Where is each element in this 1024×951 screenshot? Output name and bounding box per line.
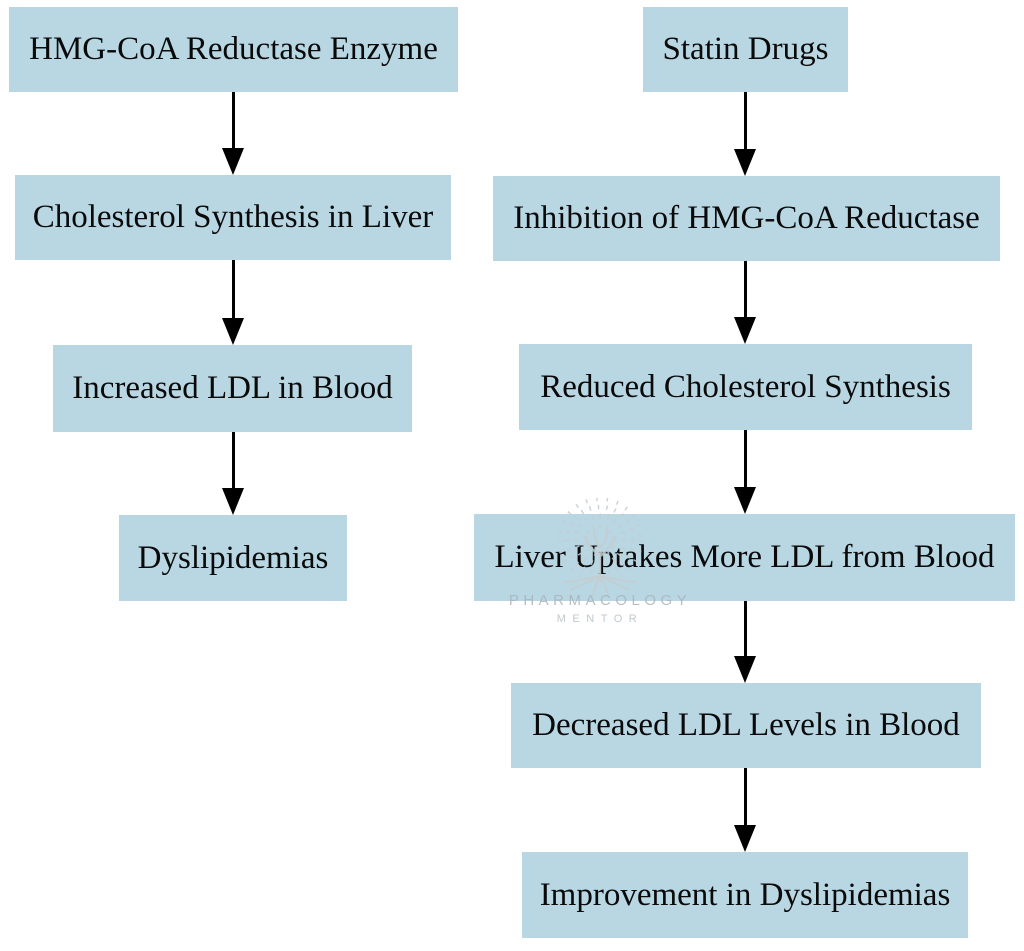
- node-label: Increased LDL in Blood: [72, 370, 393, 406]
- node-hmg-coa-reductase-enzyme: HMG-CoA Reductase Enzyme: [9, 7, 458, 92]
- node-inhibition-of-hmg-coa-reductase: Inhibition of HMG-CoA Reductase: [493, 176, 1000, 261]
- node-liver-uptakes-more-ldl-from-blood: Liver Uptakes More LDL from Blood: [474, 514, 1015, 601]
- node-label: Liver Uptakes More LDL from Blood: [494, 539, 995, 575]
- arrow-shaft: [231, 432, 235, 488]
- node-cholesterol-synthesis-in-liver: Cholesterol Synthesis in Liver: [15, 175, 451, 260]
- node-label: Reduced Cholesterol Synthesis: [540, 368, 951, 405]
- arrow-shaft: [743, 601, 747, 656]
- node-label: Cholesterol Synthesis in Liver: [32, 199, 434, 235]
- down-arrow-icon: [734, 768, 756, 852]
- arrow-head: [734, 317, 756, 344]
- down-arrow-icon: [222, 432, 244, 515]
- arrow-head: [222, 318, 244, 345]
- down-arrow-icon: [222, 92, 244, 175]
- arrow-head: [734, 656, 756, 683]
- node-label: Decreased LDL Levels in Blood: [532, 707, 960, 743]
- node-label: Dyslipidemias: [137, 539, 329, 576]
- down-arrow-icon: [734, 261, 756, 344]
- node-increased-ldl-in-blood: Increased LDL in Blood: [53, 345, 412, 432]
- arrow-shaft: [743, 430, 747, 487]
- node-improvement-in-dyslipidemias: Improvement in Dyslipidemias: [522, 852, 968, 938]
- node-reduced-cholesterol-synthesis: Reduced Cholesterol Synthesis: [519, 344, 972, 430]
- arrow-head: [734, 825, 756, 852]
- node-label: Inhibition of HMG-CoA Reductase: [513, 200, 980, 236]
- watermark-brand-subtext: MENTOR: [556, 613, 644, 625]
- arrow-head: [222, 488, 244, 515]
- arrow-shaft: [743, 261, 747, 317]
- node-label: Improvement in Dyslipidemias: [539, 876, 951, 913]
- arrow-shaft: [743, 768, 747, 825]
- arrow-shaft: [743, 92, 747, 149]
- down-arrow-icon: [734, 92, 756, 176]
- arrow-head: [222, 148, 244, 175]
- node-statin-drugs: Statin Drugs: [643, 7, 848, 92]
- arrow-head: [734, 149, 756, 176]
- down-arrow-icon: [734, 430, 756, 514]
- node-label: HMG-CoA Reductase Enzyme: [29, 31, 438, 67]
- arrow-shaft: [231, 92, 235, 148]
- arrow-shaft: [231, 260, 235, 318]
- node-dyslipidemias: Dyslipidemias: [119, 515, 347, 601]
- arrow-head: [734, 487, 756, 514]
- down-arrow-icon: [734, 601, 756, 683]
- down-arrow-icon: [222, 260, 244, 345]
- node-decreased-ldl-levels-in-blood: Decreased LDL Levels in Blood: [511, 683, 981, 768]
- node-label: Statin Drugs: [662, 31, 829, 67]
